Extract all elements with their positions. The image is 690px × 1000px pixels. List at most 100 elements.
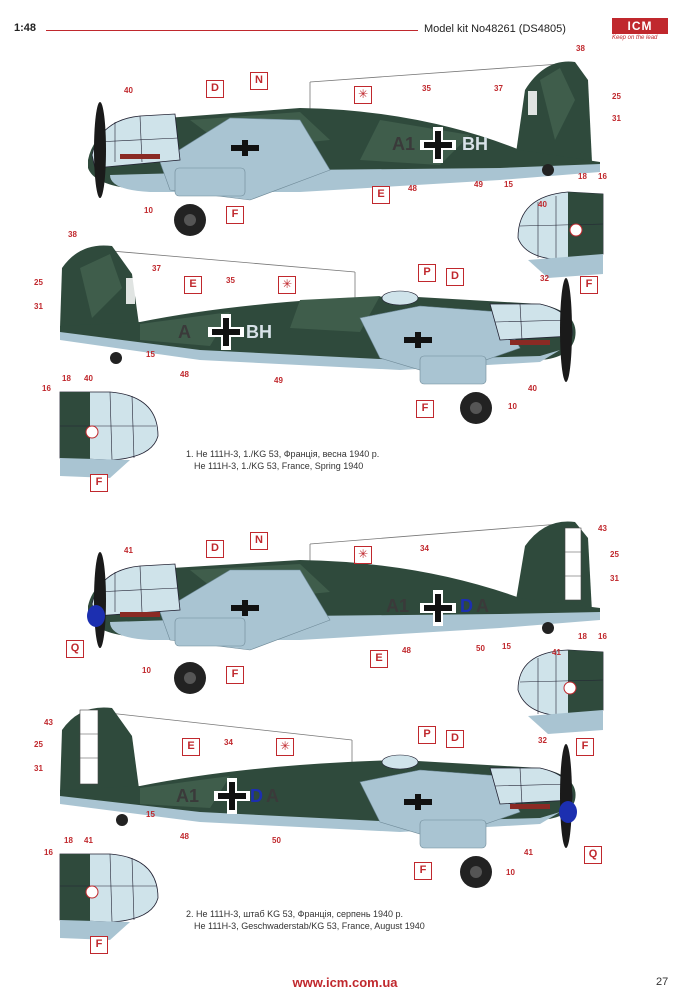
callout: 16: [598, 172, 607, 181]
box-label: Q: [66, 640, 84, 658]
nose-detail-2: 16 18 40 F: [40, 374, 170, 498]
callout: 15: [504, 180, 513, 189]
callout: 31: [34, 764, 43, 773]
box-label: P: [418, 726, 436, 744]
box-label: F: [580, 276, 598, 294]
box-label: Q: [584, 846, 602, 864]
star-symbol-box: ✳: [354, 546, 372, 564]
callout: 50: [272, 836, 281, 845]
callout: 10: [142, 666, 151, 675]
star-symbol-box: ✳: [354, 86, 372, 104]
caption-1-ua: 1. He 111H-3, 1./KG 53, Франція, весна 1…: [186, 449, 380, 459]
callout: 38: [68, 230, 77, 239]
callout: 43: [44, 718, 53, 727]
aircraft-profile-1: [88, 61, 600, 236]
callout: 16: [44, 848, 53, 857]
aircraft-profile-3: [87, 521, 600, 694]
callout: 48: [408, 184, 417, 193]
box-label: E: [182, 738, 200, 756]
box-label: F: [226, 666, 244, 684]
callout: 18: [578, 632, 587, 641]
callout: 31: [34, 302, 43, 311]
box-label: F: [576, 738, 594, 756]
scale-label: 1:48: [14, 22, 37, 34]
callout: 31: [610, 574, 619, 583]
callout: 41: [84, 836, 93, 845]
box-label: F: [90, 936, 108, 954]
fuselage-code-d: D: [250, 786, 263, 806]
callout: 37: [494, 84, 503, 93]
callout: 25: [610, 550, 619, 559]
callout: 10: [144, 206, 153, 215]
callout: 31: [612, 114, 621, 123]
box-label: D: [206, 540, 224, 558]
callout: 32: [538, 736, 547, 745]
fuselage-code-left: A1: [386, 596, 410, 616]
box-label: E: [184, 276, 202, 294]
callout: 50: [476, 644, 485, 653]
box-label: N: [250, 532, 268, 550]
callout: 41: [524, 848, 533, 857]
box-label: F: [226, 206, 244, 224]
callout: 48: [180, 832, 189, 841]
caption-2: 2. He 111H-3, штаб KG 53, Франція, серпе…: [186, 908, 425, 932]
callout: 34: [224, 738, 233, 747]
callout: 18: [64, 836, 73, 845]
callout: 49: [274, 376, 283, 385]
caption-1: 1. He 111H-3, 1./KG 53, Франція, весна 1…: [186, 448, 379, 472]
logo-tagline: Keep on the lead: [612, 35, 658, 41]
callout: 32: [540, 274, 549, 283]
callout: 10: [508, 402, 517, 411]
callout: 37: [152, 264, 161, 273]
box-label: F: [416, 400, 434, 418]
aircraft-profile-4: [60, 707, 577, 888]
callout: 18: [578, 172, 587, 181]
callout: 40: [538, 200, 547, 209]
header-rule: [46, 30, 418, 31]
box-label: D: [446, 268, 464, 286]
fuselage-code-left: A1: [392, 134, 416, 154]
callout: 25: [34, 278, 43, 287]
caption-2-ua: 2. He 111H-3, штаб KG 53, Франція, серпе…: [186, 909, 404, 919]
callout: 49: [474, 180, 483, 189]
fuselage-code-left: A: [178, 322, 191, 342]
box-label: D: [206, 80, 224, 98]
nose-detail-3: 18 16 41 32 F: [508, 632, 628, 760]
fuselage-code-left: A1: [176, 786, 200, 806]
callout: 18: [62, 374, 71, 383]
box-label: E: [372, 186, 390, 204]
star-symbol-box: ✳: [278, 276, 296, 294]
callout: 34: [420, 544, 429, 553]
fuselage-code-right: BH: [462, 134, 488, 154]
caption-2-en: He 111H-3, Geschwaderstab/KG 53, France,…: [194, 921, 425, 931]
callout: 40: [124, 86, 133, 95]
callout: 16: [598, 632, 607, 641]
callout: 15: [146, 810, 155, 819]
callout: 43: [598, 524, 607, 533]
page-number: 27: [656, 976, 669, 988]
fuselage-code-d: D: [460, 596, 473, 616]
callout: 25: [34, 740, 43, 749]
box-label: E: [370, 650, 388, 668]
footer-url[interactable]: www.icm.com.ua: [292, 975, 398, 990]
callout: 16: [42, 384, 51, 393]
box-label: N: [250, 72, 268, 90]
fuselage-code-a: A: [476, 596, 489, 616]
box-label: P: [418, 264, 436, 282]
profile-1-right: A BH 38 25 37 31 35 48 49 15 40 10 E P D…: [0, 228, 690, 438]
caption-1-en: He 111H-3, 1./KG 53, France, Spring 1940: [194, 461, 364, 471]
star-symbol-box: ✳: [276, 738, 294, 756]
nose-detail-1: 18 16 40 32 F: [508, 172, 628, 298]
profile-1-left: A1 BH 40 38 37 25 31 35 48 49 15 10 D N …: [0, 44, 690, 245]
callout: 41: [124, 546, 133, 555]
profile-2-left: A1 D A 41 43 25 31 34 48 50 15 10 D N Q …: [0, 516, 690, 706]
kit-title: Model kit No48261 (DS4805): [424, 23, 566, 35]
callout: 15: [502, 642, 511, 651]
callout: 15: [146, 350, 155, 359]
callout: 41: [552, 648, 561, 657]
callout: 48: [402, 646, 411, 655]
callout: 35: [422, 84, 431, 93]
nose-detail-4: 18 41 16 F: [40, 836, 170, 960]
fuselage-code-right: BH: [246, 322, 272, 342]
callout: 10: [506, 868, 515, 877]
